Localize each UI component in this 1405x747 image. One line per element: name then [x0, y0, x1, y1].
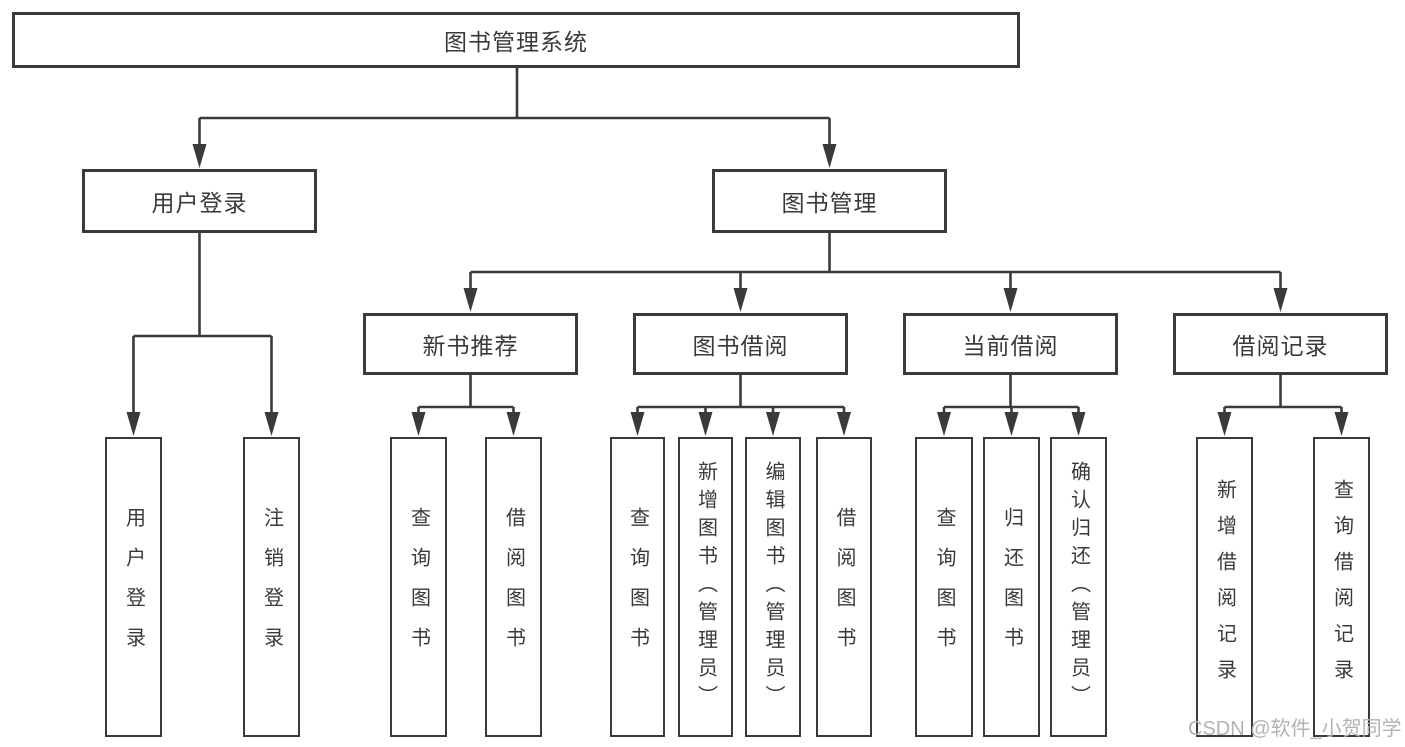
leaf-label: 查询图书	[933, 507, 955, 667]
leaf-add-books-admin: 新增图书（管理员）	[678, 437, 733, 737]
leaf-user-login: 用户登录	[105, 437, 162, 737]
arrowhead-icon	[1273, 288, 1288, 312]
leaf-label: 注销登录	[260, 507, 283, 667]
node-label: 用户登录	[151, 190, 248, 216]
arrowhead-icon	[463, 288, 478, 312]
arrowhead-icon	[1334, 412, 1349, 436]
leaf-label: 查询图书	[626, 507, 649, 667]
node-new-book-recommendation: 新书推荐	[363, 313, 578, 375]
watermark: CSDN @软件_小贺同学	[1188, 718, 1402, 740]
node-book-borrowing: 图书借阅	[633, 313, 848, 375]
leaf-label: 新增借阅记录	[1213, 479, 1236, 695]
leaf-add-borrow-record: 新增借阅记录	[1196, 437, 1253, 737]
node-library-management-system: 图书管理系统	[12, 12, 1020, 68]
leaf-borrow-books-recommend: 借阅图书	[485, 437, 542, 737]
node-label: 图书管理系统	[444, 29, 588, 55]
leaf-borrow-books-borrowing: 借阅图书	[816, 437, 872, 737]
node-label: 借阅记录	[1232, 333, 1329, 359]
leaf-query-books-current: 查询图书	[915, 437, 973, 737]
arrowhead-icon	[837, 412, 851, 436]
node-label: 新书推荐	[422, 333, 519, 359]
node-book-management: 图书管理	[712, 169, 947, 233]
arrowhead-icon	[1217, 412, 1232, 436]
node-label: 图书借阅	[692, 333, 789, 359]
arrowhead-icon	[264, 412, 279, 436]
arrowhead-icon	[698, 412, 713, 436]
leaf-edit-books-admin: 编辑图书（管理员）	[745, 437, 801, 737]
arrowhead-icon	[630, 412, 645, 436]
arrowhead-icon	[411, 412, 426, 436]
leaf-label: 新增图书（管理员）	[694, 461, 717, 713]
node-label: 当前借阅	[962, 333, 1059, 359]
leaf-return-books: 归还图书	[983, 437, 1040, 737]
node-label: 图书管理	[781, 190, 878, 216]
arrowhead-icon	[192, 144, 207, 168]
arrowhead-icon	[937, 412, 951, 436]
leaf-label: 查询图书	[407, 507, 430, 667]
arrowhead-icon	[733, 288, 748, 312]
leaf-query-books-borrowing: 查询图书	[610, 437, 665, 737]
leaf-label: 归还图书	[1000, 507, 1023, 667]
arrowhead-icon	[126, 412, 141, 436]
leaf-label: 用户登录	[122, 507, 145, 667]
node-user-login: 用户登录	[82, 169, 317, 233]
leaf-label: 借阅图书	[833, 507, 855, 667]
node-current-borrowing: 当前借阅	[903, 313, 1118, 375]
arrowhead-icon	[766, 412, 780, 436]
arrowhead-icon	[506, 412, 521, 436]
leaf-query-books-recommend: 查询图书	[390, 437, 447, 737]
arrowhead-icon	[1071, 412, 1086, 436]
leaf-label: 确认归还（管理员）	[1067, 461, 1090, 713]
arrowhead-icon	[822, 144, 837, 168]
arrowhead-icon	[1003, 288, 1018, 312]
leaf-query-borrow-record: 查询借阅记录	[1313, 437, 1370, 737]
arrowhead-icon	[1004, 412, 1019, 436]
leaf-label: 借阅图书	[502, 507, 525, 667]
leaf-confirm-return-admin: 确认归还（管理员）	[1050, 437, 1107, 737]
leaf-label: 编辑图书（管理员）	[762, 461, 784, 713]
node-borrowing-records: 借阅记录	[1173, 313, 1388, 375]
leaf-logout: 注销登录	[243, 437, 300, 737]
leaf-label: 查询借阅记录	[1330, 479, 1353, 695]
